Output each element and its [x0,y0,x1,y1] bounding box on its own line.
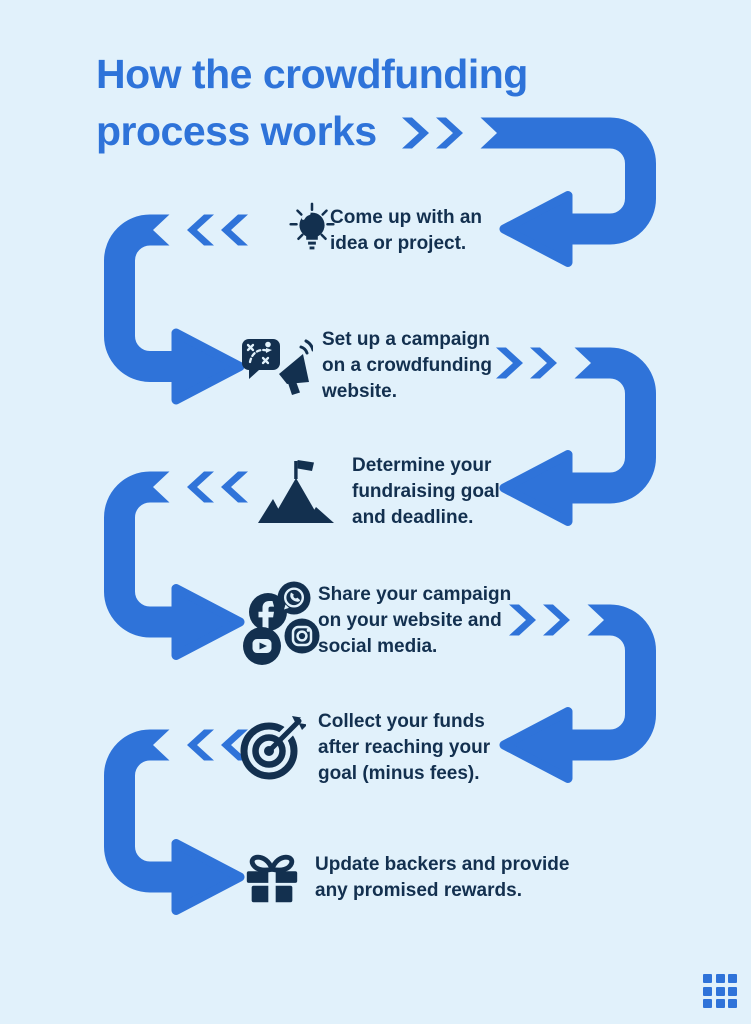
title-line-1: How the crowdfunding [96,51,528,97]
step-3-line-1: Determine your [352,455,492,476]
social-media-icons [243,581,320,665]
step-1-text: Come up with an idea or project. [330,205,482,257]
step-2-line-1: Set up a campaign [322,329,490,350]
step-5-text: Collect your funds after reaching your g… [318,709,490,787]
lightbulb-icon [289,202,335,250]
target-dart-icon [240,714,306,780]
step-2-line-3: website. [322,381,397,402]
step-2-line-2: on a crowdfunding [322,355,492,376]
step-1-line-2: idea or project. [330,233,467,254]
page-title: How the crowdfunding process works [96,46,528,160]
step-2-text: Set up a campaign on a crowdfunding webs… [322,327,492,405]
title-line-2: process works [96,108,377,154]
grid-logo [703,974,737,1008]
strategy-megaphone-icon [242,339,313,395]
step-4-line-3: social media. [318,636,438,657]
step-3-text: Determine your fundraising goal and dead… [352,453,500,531]
mountain-flag-icon [258,460,334,523]
connector-title-step1 [402,117,656,267]
step-3-line-2: fundraising goal [352,481,500,502]
step-5-line-2: after reaching your [318,737,491,758]
step-5-line-1: Collect your funds [318,711,485,732]
step-6-text: Update backers and provide any promised … [315,852,569,904]
instagram-icon [284,618,320,654]
step-4-line-2: on your website and [318,610,502,631]
step-5-line-3: goal (minus fees). [318,763,480,784]
step-1-line-1: Come up with an [330,207,482,228]
connector-step3-step4 [104,471,248,660]
step-6-line-1: Update backers and provide [315,854,570,875]
step-3-line-3: and deadline. [352,507,474,528]
gift-icon [246,854,298,904]
connector-step1-step2 [104,214,248,405]
step-4-line-1: Share your campaign [318,584,512,605]
connector-step5-step6 [104,729,248,915]
step-6-line-2: any promised rewards. [315,880,522,901]
connector-step4-step5 [499,604,656,783]
connector-step2-step3 [496,347,656,526]
step-4-text: Share your campaign on your website and … [318,582,511,660]
